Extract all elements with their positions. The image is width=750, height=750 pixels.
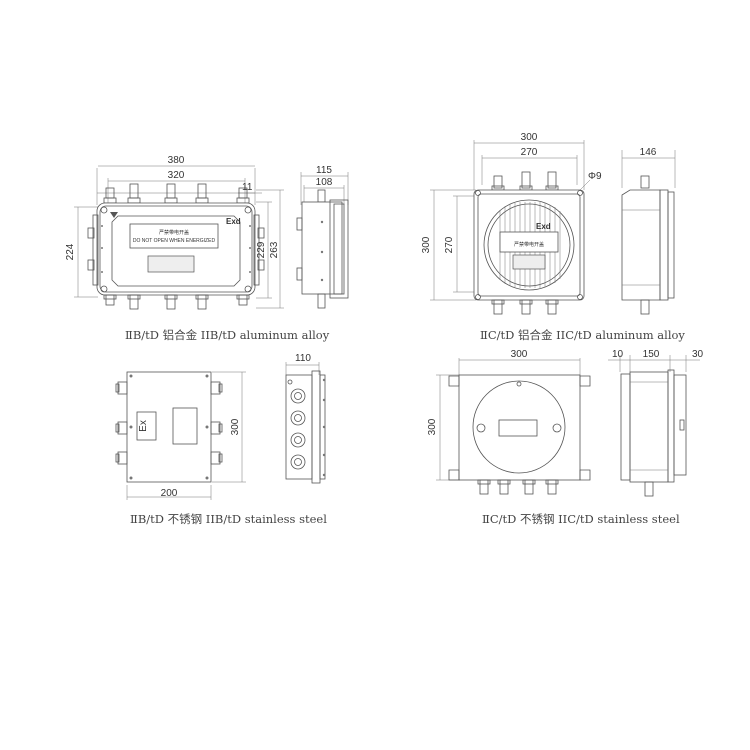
caption-1: ⅡB/tD 铝合金 IIB/tD aluminum alloy	[125, 328, 330, 342]
dim-224: 224	[65, 243, 76, 260]
dim-300-ss: 300	[230, 418, 241, 435]
exd-label: Exd	[226, 217, 241, 226]
dim-380: 380	[168, 155, 185, 166]
dim-270-top: 270	[521, 147, 538, 158]
diagram-1-side	[296, 172, 349, 309]
warning-plate-english: DO NOT OPEN WHEN ENERGIZED	[133, 238, 216, 244]
warning-plate-chinese-2: 严禁带电开盖	[514, 241, 544, 248]
caption-2: ⅡC/tD 铝合金 IIC/tD aluminum alloy	[480, 328, 685, 342]
dim-300-left: 300	[421, 236, 432, 253]
ex-label: Ex	[138, 420, 149, 432]
dim-200: 200	[161, 488, 178, 499]
diagram-2-side	[621, 150, 676, 315]
dim-300-ss2-left: 300	[427, 418, 438, 435]
dim-300-top: 300	[521, 132, 538, 143]
dim-11: 11	[242, 182, 253, 193]
diagram-4-side	[608, 355, 700, 497]
dim-108: 108	[316, 177, 333, 188]
dim-229: 229	[256, 241, 267, 258]
dim-115: 115	[316, 165, 332, 176]
dim-30: 30	[692, 349, 704, 360]
caption-3: ⅡB/tD 不锈钢 IIB/tD stainless steel	[130, 512, 327, 526]
dim-10: 10	[612, 349, 624, 360]
dim-270-left: 270	[444, 236, 455, 253]
diagram-1-front	[74, 165, 284, 310]
diagram-3-front	[115, 371, 246, 500]
diagram-3-side	[285, 362, 326, 484]
dim-263: 263	[269, 241, 280, 258]
dim-150: 150	[643, 349, 660, 360]
dim-110: 110	[295, 353, 311, 364]
dim-hole: Φ9	[588, 171, 602, 182]
diagram-2-front	[430, 140, 591, 315]
dim-146: 146	[640, 147, 657, 158]
diagram-4-front	[436, 358, 591, 495]
exd-label-2: Exd	[536, 222, 551, 231]
dim-300-ss2: 300	[511, 349, 528, 360]
warning-plate-chinese: 严禁带电开盖	[159, 229, 189, 236]
dim-320: 320	[168, 170, 185, 181]
caption-4: ⅡC/tD 不锈钢 IIC/tD stainless steel	[482, 512, 680, 526]
